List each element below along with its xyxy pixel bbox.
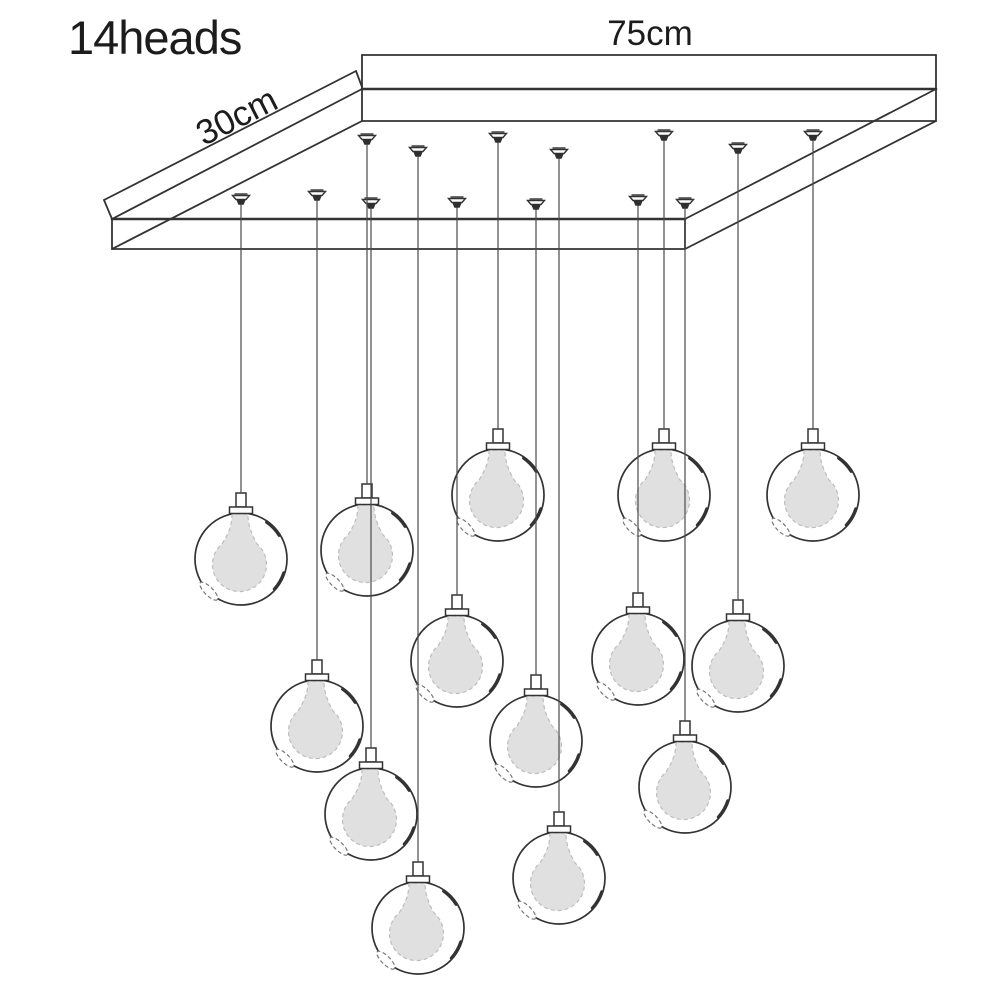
- pendant-13: [591, 592, 685, 706]
- cord-connector-5: [653, 129, 675, 141]
- pendant-1: [320, 483, 414, 597]
- cord-connector-12: [525, 198, 547, 210]
- cord-connector-4: [548, 147, 570, 159]
- ceiling-plate: [103, 54, 938, 250]
- pendant-12: [489, 674, 583, 788]
- cord-connector-1: [356, 133, 378, 145]
- pendant-2: [371, 861, 465, 975]
- pendant-14: [638, 720, 732, 834]
- cords: [240, 140, 814, 862]
- cord-connector-3: [487, 131, 509, 143]
- cord-connector-2: [407, 145, 429, 157]
- pendant-9: [270, 659, 364, 773]
- width-dimension-label: 75cm: [607, 14, 693, 53]
- cord-connector-11: [446, 196, 468, 208]
- heads-count-label: 14heads: [68, 11, 242, 64]
- pendant-4: [512, 811, 606, 925]
- pendant-7: [766, 428, 860, 542]
- cord-connector-14: [674, 197, 696, 209]
- cord-connector-8: [230, 193, 252, 205]
- cord-connector-6: [727, 142, 749, 154]
- pendant-3: [451, 428, 545, 542]
- pendant-6: [691, 599, 785, 713]
- cord-connector-13: [627, 194, 649, 206]
- pendant-10: [324, 747, 418, 861]
- cord-connector-7: [802, 129, 824, 141]
- cord-connector-10: [360, 197, 382, 209]
- cord-connector-9: [306, 189, 328, 201]
- pendant-8: [194, 492, 288, 606]
- pendant-5: [617, 428, 711, 542]
- pendant-11: [410, 594, 504, 708]
